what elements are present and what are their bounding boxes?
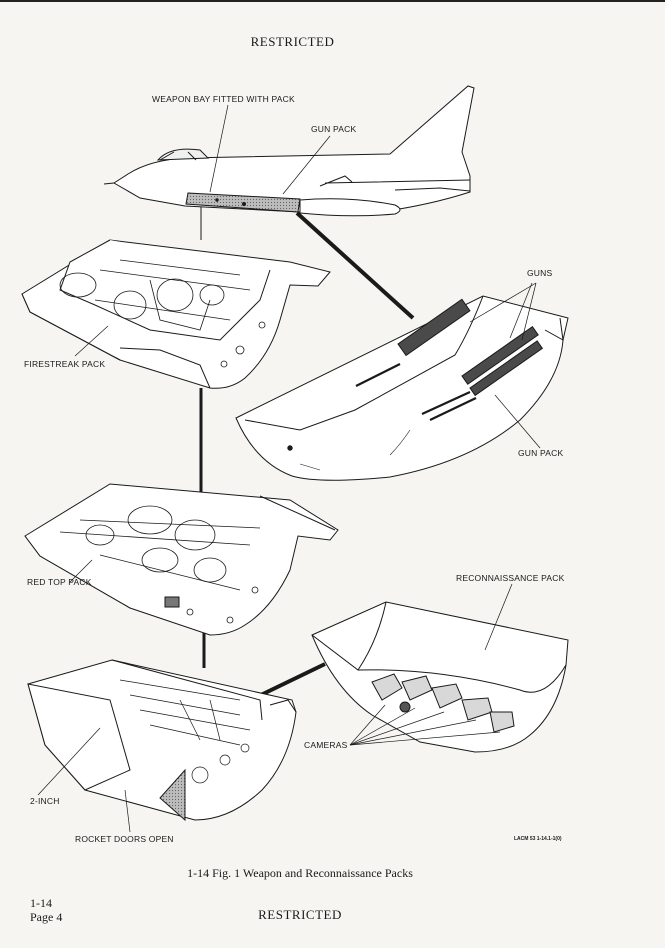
label-gun-pack-aircraft: GUN PACK [311,124,357,134]
red-top-pack-illustration [24,483,339,636]
label-reconnaissance-pack: RECONNAISSANCE PACK [456,573,565,583]
gun-pack-illustration [235,295,569,481]
aircraft-illustration [103,85,475,217]
firestreak-pack-illustration [21,239,331,389]
label-weapon-bay: WEAPON BAY FITTED WITH PACK [152,94,295,104]
page-number: Page 4 [30,910,63,924]
leader-lines [37,104,541,833]
label-firestreak-pack: FIRESTREAK PACK [24,359,106,369]
top-border [0,0,665,2]
figure-caption: 1-14 Fig. 1 Weapon and Reconnaissance Pa… [187,866,413,880]
drawing-reference: LACM 53 1-14.1-1(0) [514,836,562,842]
rocket-pack-illustration [27,659,297,822]
label-gun-pack: GUN PACK [518,448,564,458]
section-number: 1-14 [30,896,52,910]
footer-classification: RESTRICTED [258,907,342,922]
header-classification: RESTRICTED [250,34,335,49]
label-cameras: CAMERAS [304,740,348,750]
label-guns: GUNS [527,268,553,278]
label-rocket-doors-open: ROCKET DOORS OPEN [75,834,174,844]
page-reference: 1-14 Page 4 [30,896,62,924]
reconnaissance-pack-illustration [311,601,569,753]
label-red-top-pack: RED TOP PACK [27,577,92,587]
label-2-inch: 2-INCH [30,796,60,806]
